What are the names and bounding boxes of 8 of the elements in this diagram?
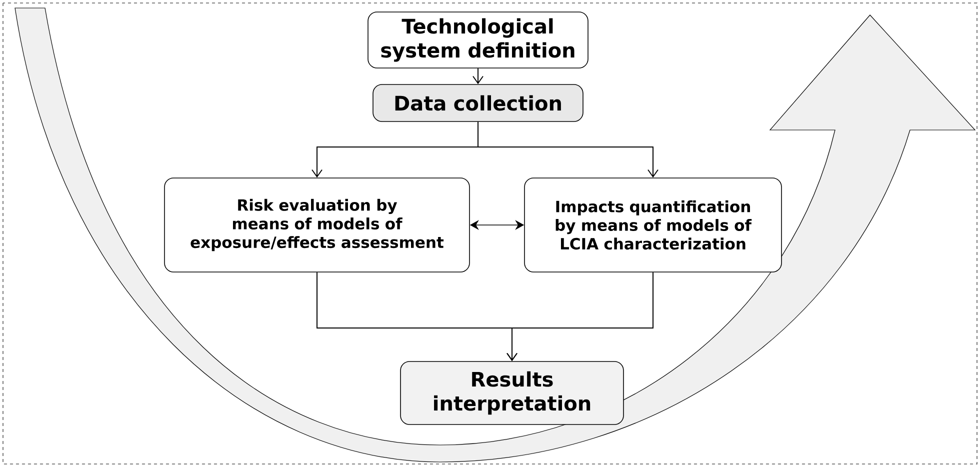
process-box: Impacts quantification by means of models of LCIA characterization <box>524 178 782 272</box>
arrow <box>506 272 654 362</box>
arrow <box>472 68 484 84</box>
process-box: Risk evaluation by means of models of exposure/effects assessment <box>164 178 470 272</box>
process-box: Data collection <box>372 84 584 122</box>
process-box: Technological system definition <box>368 12 588 68</box>
process-box: Results interpretation <box>400 361 624 425</box>
arrow <box>478 121 658 178</box>
